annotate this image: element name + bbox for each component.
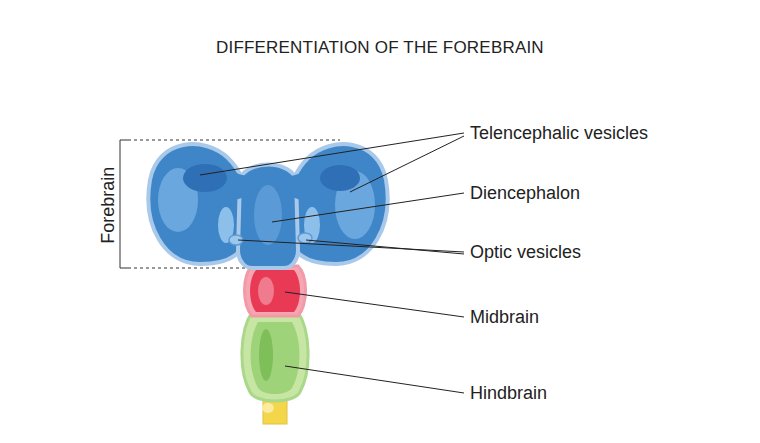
midbrain-shape <box>245 266 306 316</box>
forebrain-shape <box>148 144 387 268</box>
part-label: Optic vesicles <box>470 242 581 263</box>
part-label: Hindbrain <box>470 383 547 404</box>
leader-lines <box>200 133 464 393</box>
part-label: Telencephalic vesicles <box>470 123 648 144</box>
part-label: Midbrain <box>470 307 539 328</box>
diagram-title: DIFFERENTIATION OF THE FOREBRAIN <box>216 38 544 58</box>
part-label: Diencephalon <box>470 183 580 204</box>
forebrain-shading <box>158 164 375 245</box>
bracket-label: Forebrain <box>98 167 119 244</box>
